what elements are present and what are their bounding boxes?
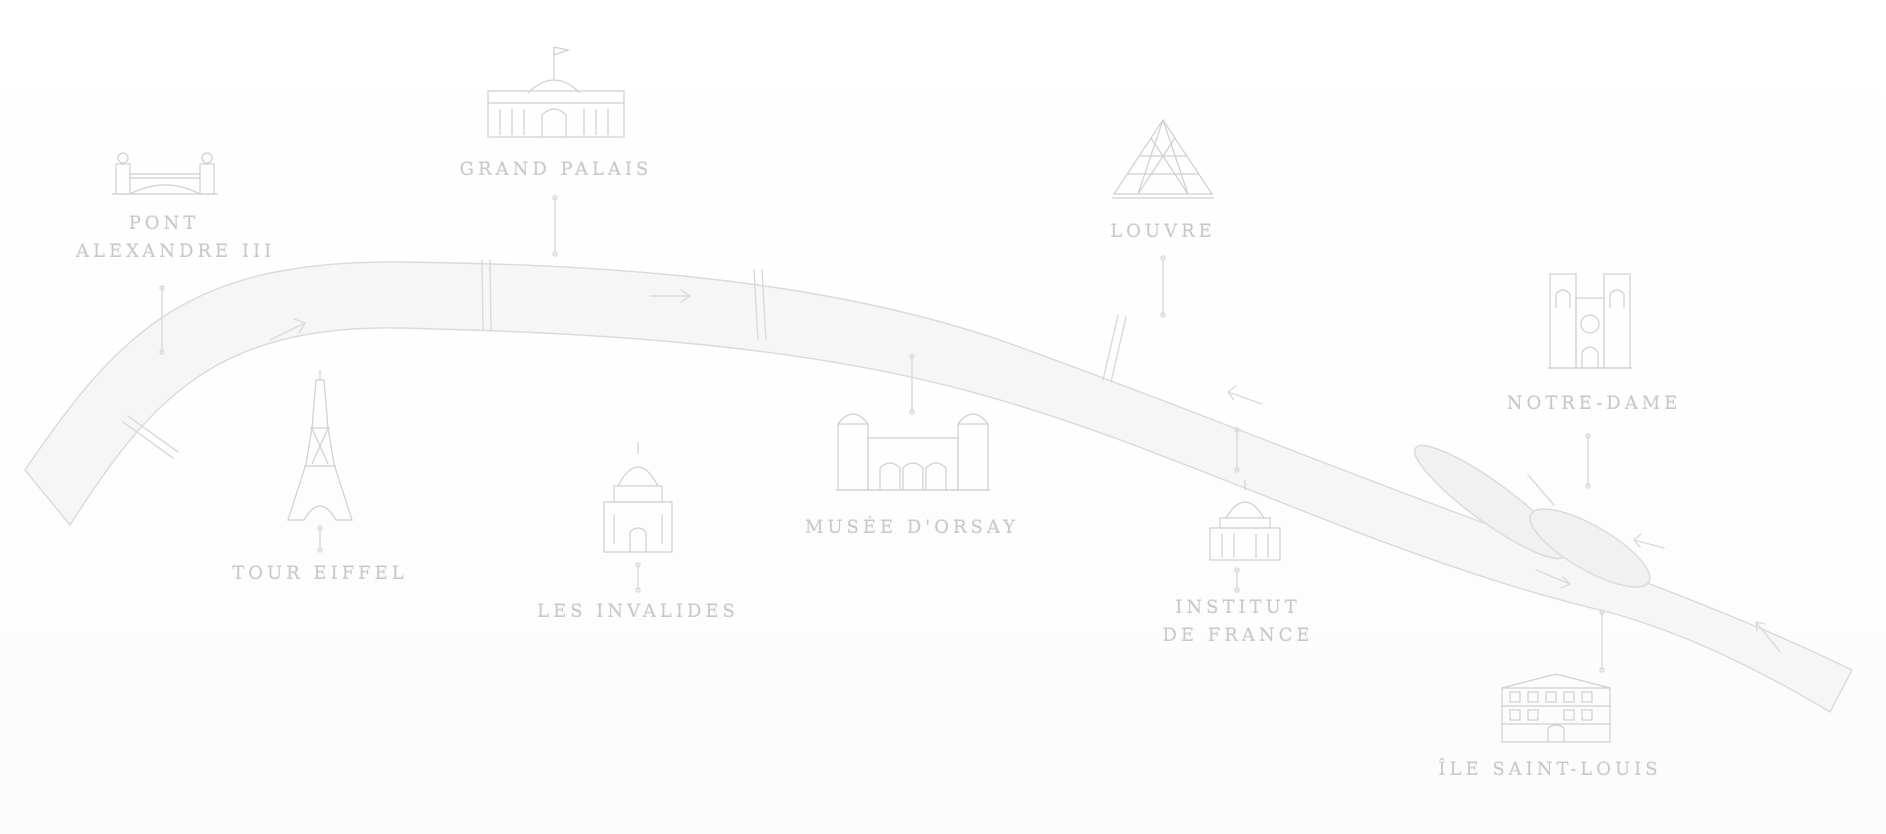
leader-lines [159,195,1605,673]
label-pont-alexandre-iii: PONT ALEXANDRE III [76,213,276,262]
arrow-icon [649,289,691,303]
label-institut-de-france: INSTITUT DE FRANCE [1162,597,1314,646]
arrow-icon [1755,621,1781,653]
museum-icon [836,413,990,491]
islands [1413,444,1651,588]
label-grand-palais: GRAND PALAIS [459,159,653,180]
mansion-icon [1501,673,1611,743]
arrow-icon [269,318,306,341]
bridge-icon [112,152,218,195]
palace-icon [487,46,625,138]
label-louvre: LOUVRE [1110,221,1216,242]
label-notre-dame: NOTRE-DAME [1506,393,1682,414]
river-seine [24,261,1853,713]
institute-dome-icon [1209,480,1281,561]
label-tour-eiffel: TOUR EIFFEL [232,563,408,584]
label-ile-saint-louis: ÎLE SAINT-LOUIS [1438,759,1662,780]
flow-arrows [269,289,1781,653]
dome-icon [603,442,673,553]
arrow-icon [1227,385,1263,405]
cathedral-icon [1548,273,1632,369]
arrow-icon [1633,533,1665,549]
label-musee-dorsay: MUSÉE D'ORSAY [804,517,1020,538]
ile-saint-louis-island [1529,508,1651,588]
pyramid-icon [1112,118,1214,199]
label-les-invalides: LES INVALIDES [537,601,739,622]
bridge-marks [122,259,1555,506]
eiffel-tower-icon [287,370,353,521]
arrow-icon [1535,569,1571,589]
